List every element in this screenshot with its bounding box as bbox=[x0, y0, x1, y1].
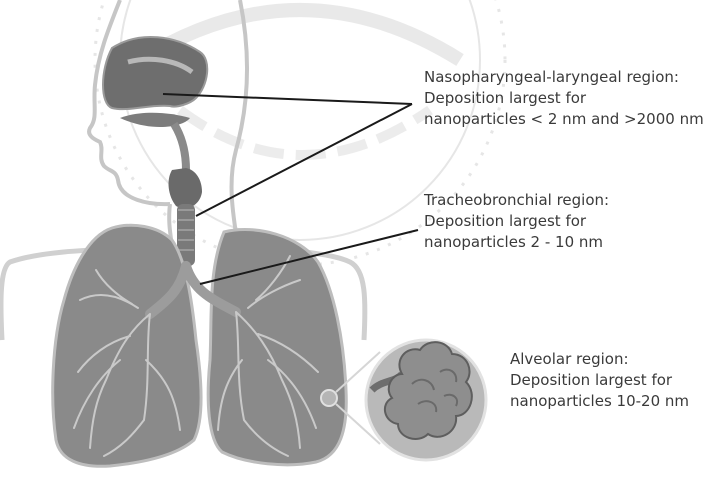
leader-line-naso-larynx bbox=[196, 104, 412, 216]
alveolar-line-3: nanoparticles 10-20 nm bbox=[510, 391, 689, 412]
leader-line-naso-nasal bbox=[163, 94, 412, 104]
nasopharyngeal-line-2: Deposition largest for bbox=[424, 88, 704, 109]
alveolar-line-2: Deposition largest for bbox=[510, 370, 689, 391]
nasopharyngeal-label: Nasopharyngeal-laryngeal region: Deposit… bbox=[424, 67, 704, 130]
left-lung bbox=[53, 225, 201, 466]
alveolar-title: Alveolar region: bbox=[510, 349, 689, 370]
nasopharyngeal-line-3: nanoparticles < 2 nm and >2000 nm bbox=[424, 109, 704, 130]
tracheobronchial-line-3: nanoparticles 2 - 10 nm bbox=[424, 232, 609, 253]
tracheobronchial-line-2: Deposition largest for bbox=[424, 211, 609, 232]
tracheobronchial-label: Tracheobronchial region: Deposition larg… bbox=[424, 190, 609, 253]
alveolar-label: Alveolar region: Deposition largest for … bbox=[510, 349, 689, 412]
tracheobronchial-title: Tracheobronchial region: bbox=[424, 190, 609, 211]
nasopharyngeal-title: Nasopharyngeal-laryngeal region: bbox=[424, 67, 704, 88]
nasal-cavity bbox=[103, 37, 207, 170]
